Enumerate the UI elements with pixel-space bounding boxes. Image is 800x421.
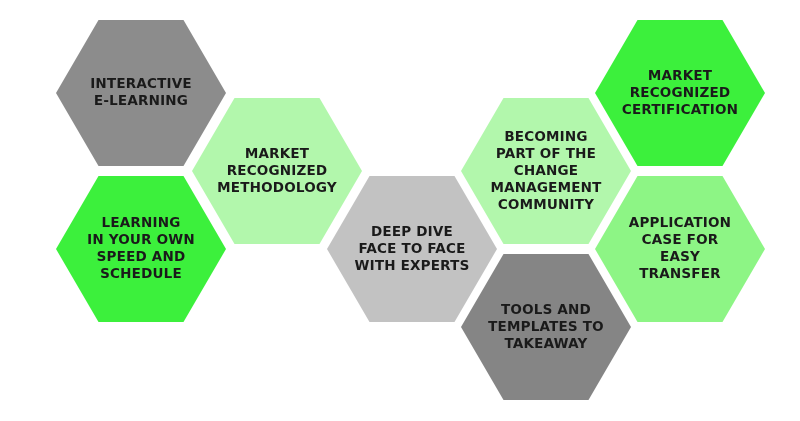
hex-tools-templates: TOOLS AND TEMPLATES TO TAKEAWAY: [461, 254, 631, 400]
hex-own-speed: LEARNING IN YOUR OWN SPEED AND SCHEDULE: [56, 176, 226, 322]
hex-label-community: BECOMING PART OF THE CHANGE MANAGEMENT C…: [490, 128, 602, 213]
hex-deep-dive: DEEP DIVE FACE TO FACE WITH EXPERTS: [327, 176, 497, 322]
hex-application-case: APPLICATION CASE FOR EASY TRANSFER: [595, 176, 765, 322]
hex-label-market-methodology: MARKET RECOGNIZED METHODOLOGY: [217, 145, 337, 196]
hex-interactive-elearning: INTERACTIVE E-LEARNING: [56, 20, 226, 166]
hex-label-tools-templates: TOOLS AND TEMPLATES TO TAKEAWAY: [488, 301, 604, 352]
hex-market-methodology: MARKET RECOGNIZED METHODOLOGY: [192, 98, 362, 244]
hex-label-deep-dive: DEEP DIVE FACE TO FACE WITH EXPERTS: [354, 223, 470, 274]
hex-label-interactive-elearning: INTERACTIVE E-LEARNING: [90, 76, 192, 109]
hex-label-application-case: APPLICATION CASE FOR EASY TRANSFER: [628, 215, 732, 282]
hex-label-certification: MARKET RECOGNIZED CERTIFICATION: [621, 67, 739, 118]
hex-certification: MARKET RECOGNIZED CERTIFICATION: [595, 20, 765, 166]
hex-label-own-speed: LEARNING IN YOUR OWN SPEED AND SCHEDULE: [87, 215, 195, 282]
hex-community: BECOMING PART OF THE CHANGE MANAGEMENT C…: [461, 98, 631, 244]
